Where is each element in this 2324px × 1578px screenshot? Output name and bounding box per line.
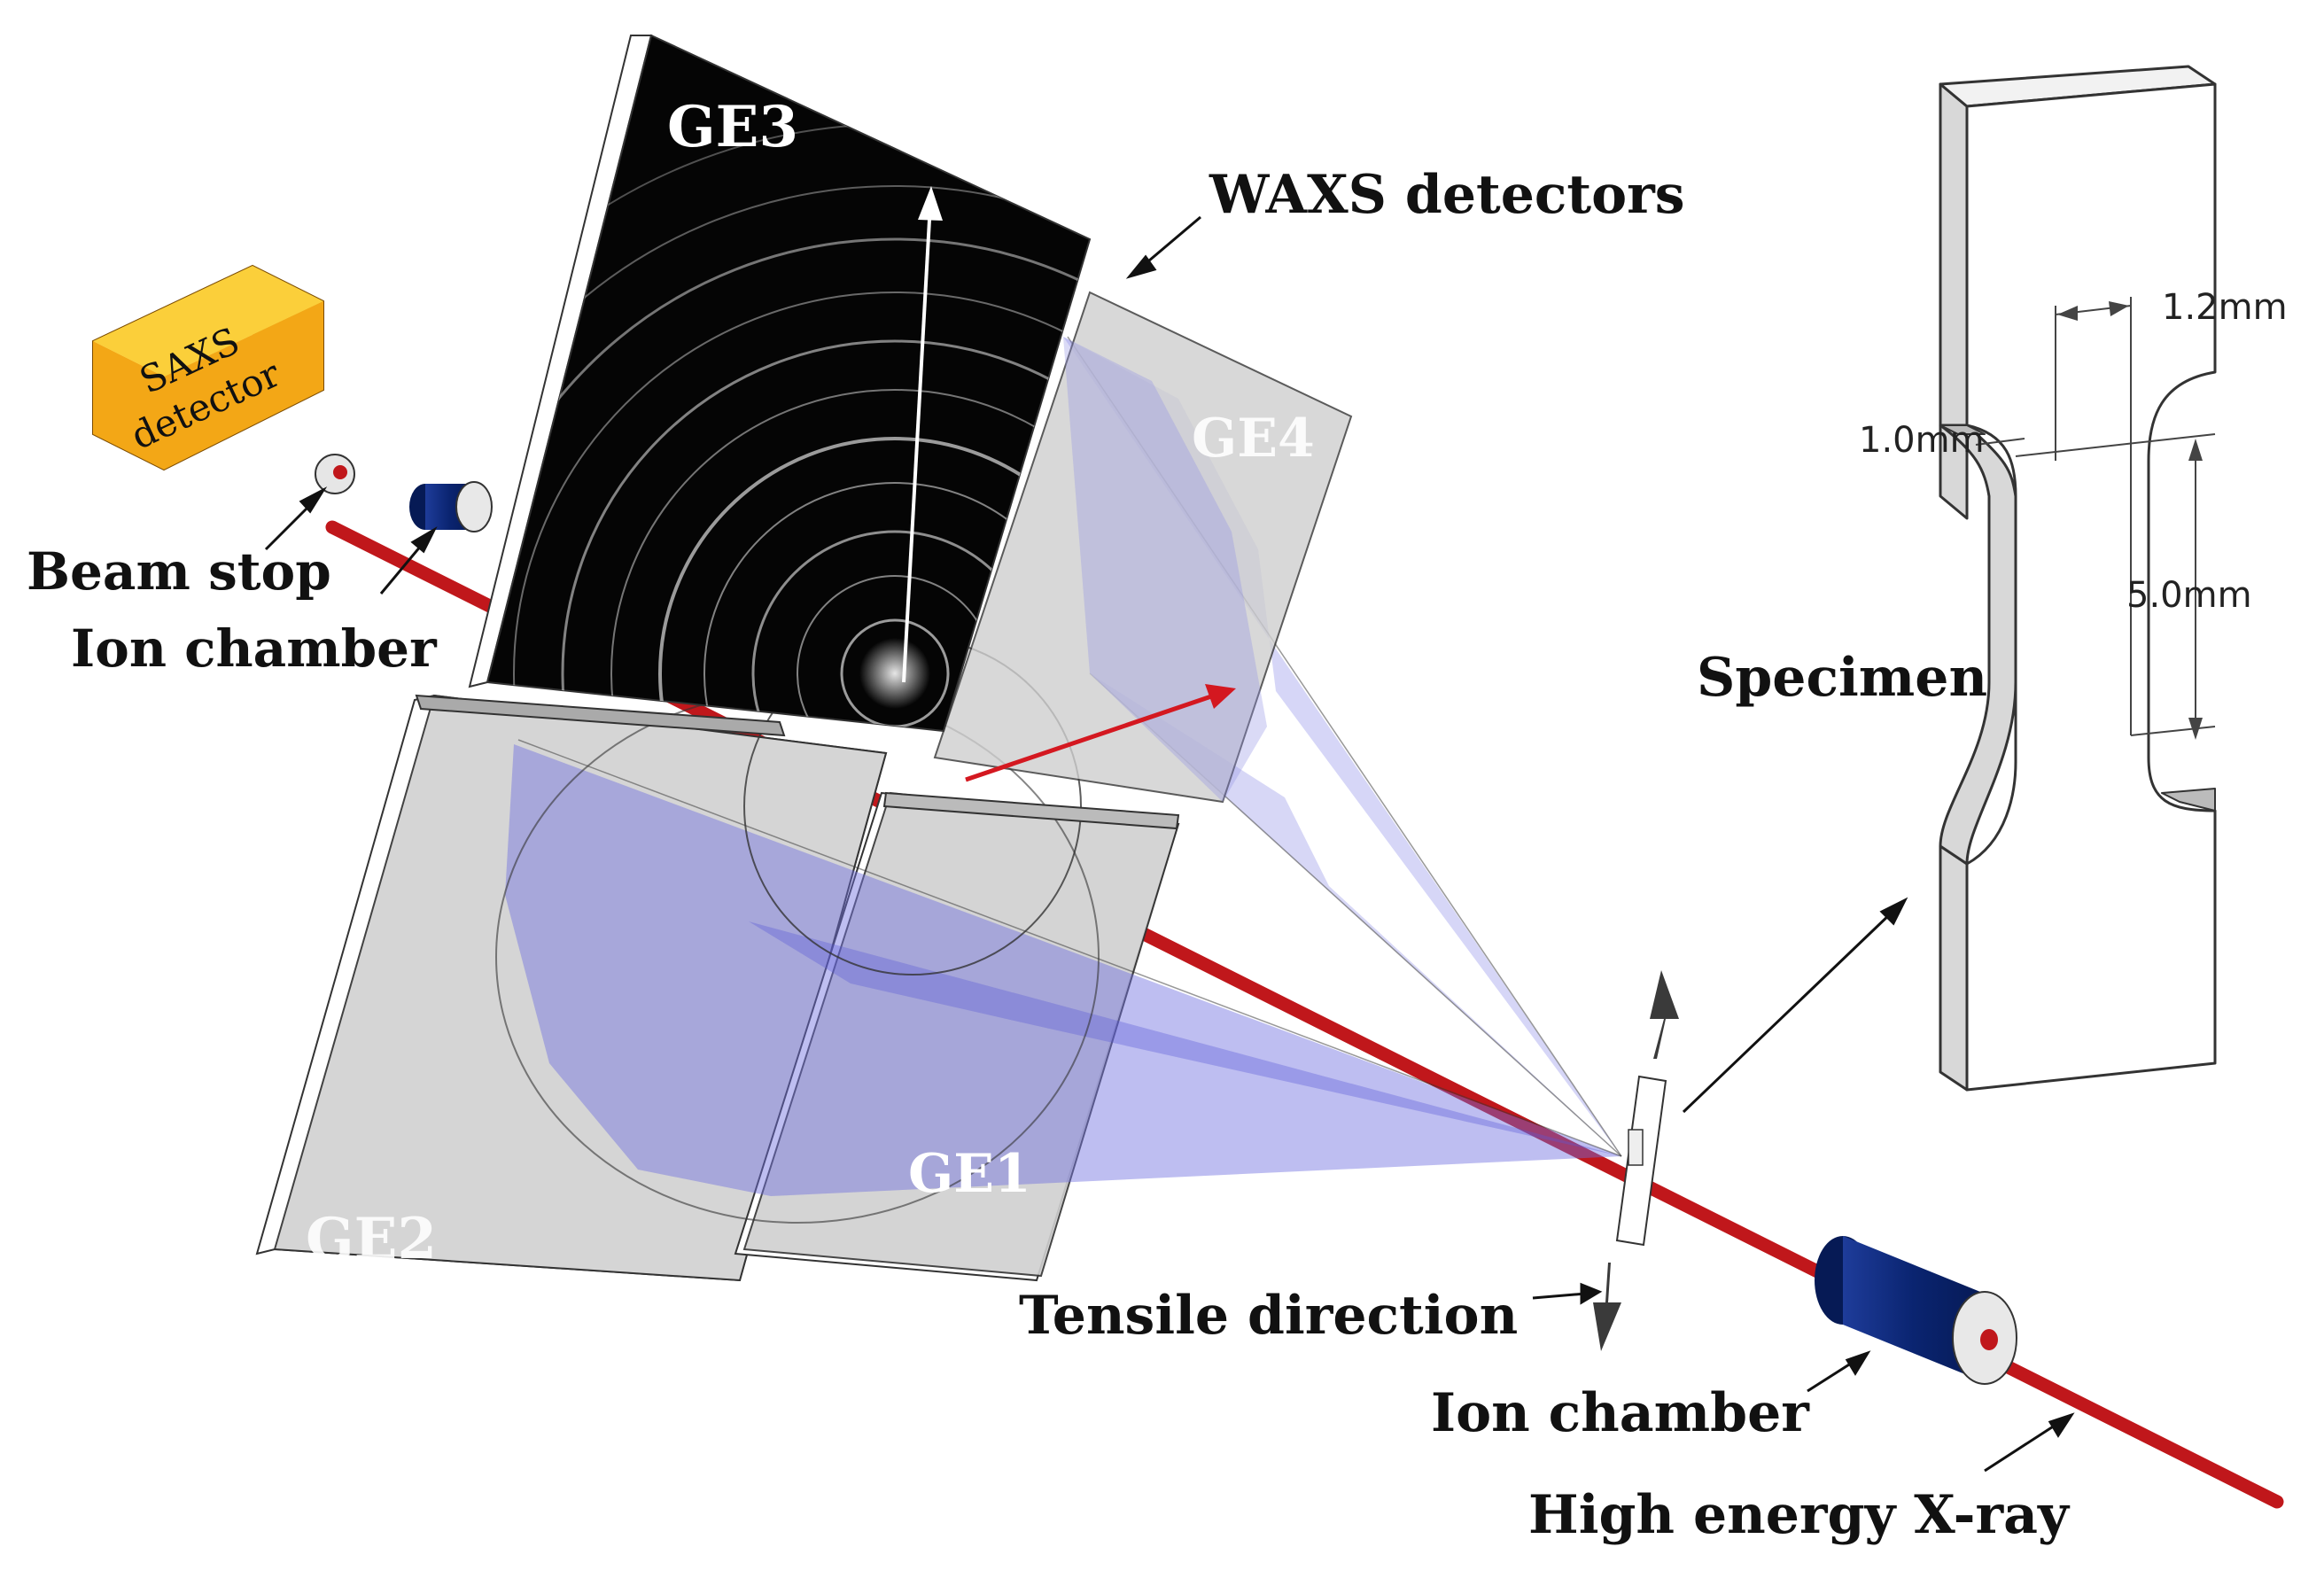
tensile-direction-label: Tensile direction [1019,1285,1518,1347]
ion-chamber-upstream-label: Ion chamber [71,618,438,679]
ge4-label: GE4 [1192,408,1315,470]
ge2-label: GE2 [306,1206,437,1272]
tensile-arrow-down-icon [1593,1263,1621,1351]
gauge-length-dimension-label: 5.0mm [2126,575,2252,616]
ge1-detector-panel [734,791,1180,1282]
waxs-detectors-label: WAXS detectors [1209,164,1685,226]
ge3-label: GE3 [667,94,798,160]
beam-stop [315,454,355,494]
thickness-dimension-label: 1.0mm [1859,420,1985,461]
beam-stop-label: Beam stop [27,541,331,602]
scattering-vector-arrow [965,693,1215,782]
ge1-label: GE1 [908,1143,1031,1205]
label-pointers [264,215,2075,1473]
ion-chamber-downstream-label: Ion chamber [1431,1382,1810,1444]
xray-label: High energy X-ray [1528,1484,2071,1546]
ge4-detector-panel [933,291,1353,804]
tensile-arrow-up-icon [1650,970,1679,1059]
saxs-detector-box: SAXS detector [92,264,324,471]
width-dimension-label: 1.2mm [2162,287,2288,328]
dimension-arrowheads [2057,301,2203,740]
specimen-drawing [1939,65,2217,1092]
specimen-label: Specimen [1697,647,1987,709]
ge2-detector-panel [255,694,888,1282]
upstream-ion-chamber [409,481,493,532]
downstream-ion-chamber [1815,1236,2017,1385]
specimen-dimensions [1975,297,2216,736]
sample-holder [1615,1075,1667,1247]
